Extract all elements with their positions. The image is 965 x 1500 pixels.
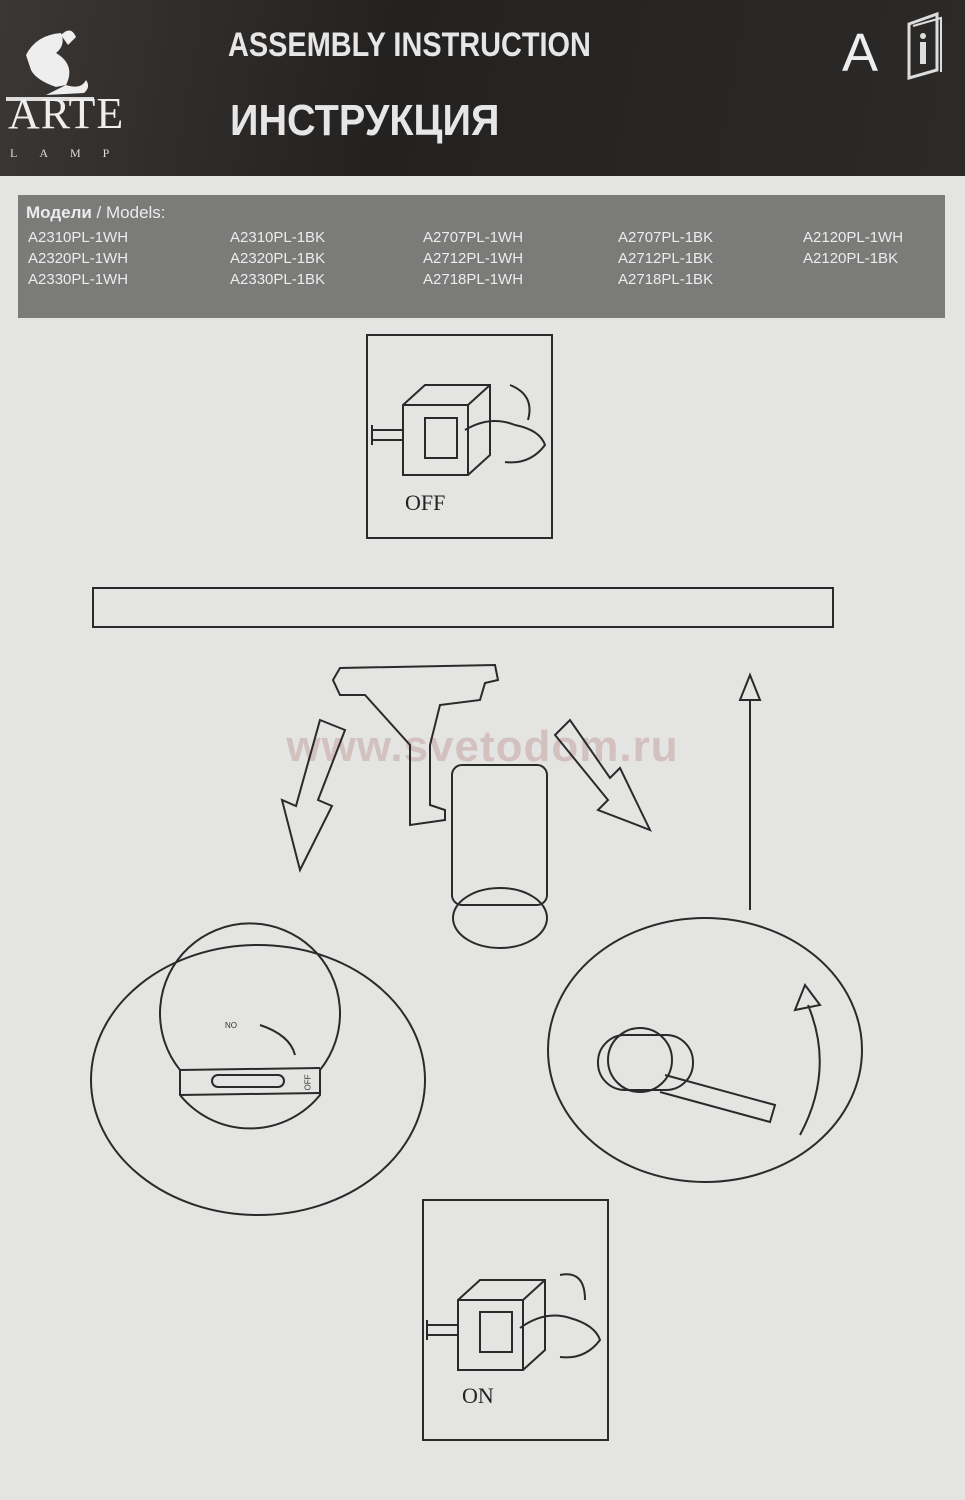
arrow-down-right-icon (553, 718, 653, 832)
hand-icon (519, 1314, 602, 1359)
hand-icon (464, 420, 547, 464)
model-code: A2712PL-1BK (618, 250, 714, 267)
title-english: ASSEMBLY INSTRUCTION (228, 26, 591, 64)
curved-arrow-icon (559, 1273, 586, 1301)
switch-off-label: OFF (405, 490, 446, 515)
model-code: A2718PL-1WH (423, 271, 524, 288)
curved-arrow-icon (509, 384, 531, 421)
model-code: A2320PL-1BK (230, 250, 326, 267)
model-code: A2310PL-1BK (230, 229, 326, 246)
brand-name: ARTE (8, 89, 125, 138)
model-code: A2120PL-1WH (803, 229, 904, 246)
switch-on-label: ON (462, 1383, 494, 1408)
dial-off-label: OFF (303, 1074, 313, 1091)
models-label-ru: Модели (26, 203, 92, 222)
header: ARTE LAMP ASSEMBLY INSTRUCTION ИНСТРУКЦИ… (0, 0, 965, 176)
model-code: A2330PL-1WH (28, 271, 129, 288)
wall-switch-icon (371, 384, 491, 476)
rotary-lock-dial (159, 922, 341, 1130)
title-russian: ИНСТРУКЦИЯ (230, 96, 500, 145)
griffin-logo-icon (6, 30, 94, 101)
model-code: A2120PL-1BK (803, 250, 899, 267)
models-label-en: Models: (106, 203, 166, 222)
models-label: Модели / Models: (26, 203, 166, 223)
switch-on-panel (422, 1199, 609, 1441)
model-code: A2707PL-1WH (423, 229, 524, 246)
track-light-fixture (331, 663, 548, 949)
watermark: www.svetodom.ru (286, 722, 679, 771)
arrow-up-icon (738, 672, 762, 910)
model-code: A2712PL-1WH (423, 250, 524, 267)
model-code: A2320PL-1WH (28, 250, 129, 267)
language-mark: A (842, 23, 879, 83)
double-arrow-icon (259, 1024, 296, 1056)
switch-off-panel (366, 334, 553, 539)
models-panel: Модели / Models: A2310PL-1WH A2320PL-1WH A… (18, 195, 945, 318)
track-rail (92, 587, 834, 628)
models-label-separator: / (91, 203, 106, 222)
brand-subtitle: LAMP (10, 146, 132, 160)
detail-circle-right (547, 917, 863, 1183)
arrow-down-left-icon (280, 718, 347, 873)
dial-on-label: ON (225, 1020, 237, 1029)
model-code: A2310PL-1WH (28, 229, 129, 246)
model-code: A2718PL-1BK (618, 271, 714, 288)
wall-switch-icon (426, 1279, 546, 1371)
model-code: A2330PL-1BK (230, 271, 326, 288)
rotate-arrow-icon (793, 982, 822, 1136)
lock-lever (597, 982, 822, 1136)
book-info-icon (907, 11, 942, 80)
detail-circle-left (90, 944, 426, 1216)
model-code: A2707PL-1BK (618, 229, 714, 246)
